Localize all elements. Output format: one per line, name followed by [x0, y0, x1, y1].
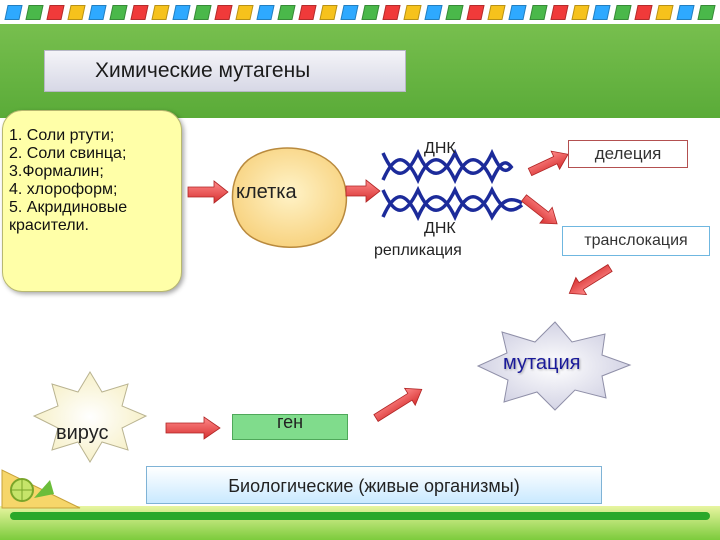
list-item: 1. Соли ртути;: [9, 127, 115, 144]
translocation-box: транслокация: [562, 226, 710, 256]
cell-label: клетка: [236, 181, 297, 203]
dna-label: ДНК: [424, 140, 456, 157]
deletion-box: делеция: [568, 140, 688, 168]
ruler-triangle-icon: [1, 469, 81, 509]
dna-helix-icon: [381, 148, 524, 222]
arrow-virus-to-gene: [165, 416, 221, 440]
list-item: красители.: [9, 217, 89, 234]
list-item: 4. хлороформ;: [9, 181, 118, 198]
list-item: 5. Акридиновые: [9, 199, 128, 216]
cell-shape: [231, 147, 348, 248]
chemical-mutagens-list: 1. Соли ртути; 2. Соли свинца; 3.Формали…: [2, 110, 182, 292]
arrow-gene-to-mutation: [373, 387, 423, 422]
dna-label-secondary: ДНК: [424, 220, 456, 237]
arrow-dna-to-deletion: [527, 150, 569, 177]
decorative-cube-strip: [0, 0, 720, 24]
gene-box: ген: [232, 413, 348, 440]
arrow-cell-to-dna: [345, 179, 381, 203]
biological-mutagens-box: Биологические (живые организмы): [146, 466, 602, 504]
virus-burst-shape: [32, 371, 148, 463]
list-item: 2. Соли свинца;: [9, 145, 127, 162]
virus-label: вирус: [56, 422, 109, 444]
replication-label: репликация: [374, 242, 462, 259]
arrow-translocation-to-mutation: [568, 264, 613, 295]
mutation-burst-shape: [476, 321, 632, 411]
arrow-dna-to-translocation: [520, 194, 558, 225]
arrow-list-to-cell: [187, 180, 229, 204]
mutation-label: мутация: [503, 352, 581, 374]
footer-line: [10, 512, 710, 520]
page-title: Химические мутагены: [44, 50, 406, 92]
list-item: 3.Формалин;: [9, 163, 104, 180]
footer-band: [0, 506, 720, 540]
